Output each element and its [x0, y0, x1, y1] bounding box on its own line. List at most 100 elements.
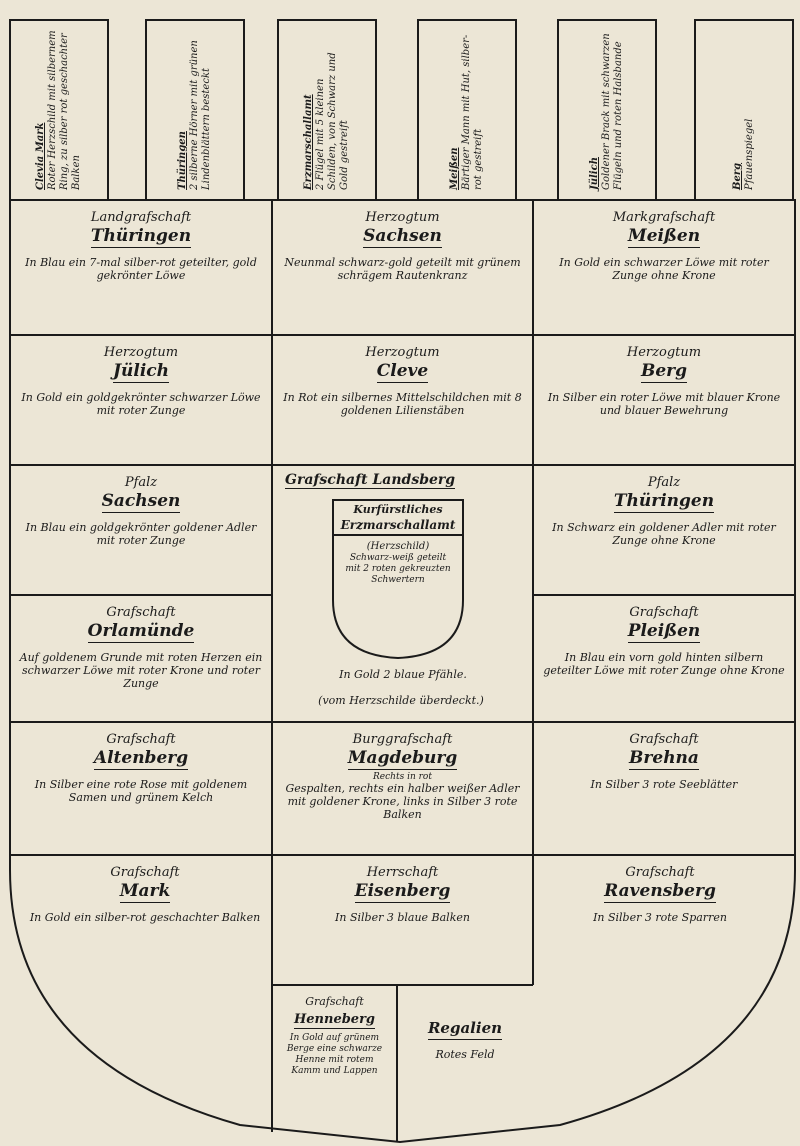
field-henneberg: Grafschaft Henneberg In Gold auf grünem … — [274, 987, 395, 1127]
inescutcheon-hint: (Herzschild) — [366, 541, 430, 552]
field-type: Landgrafschaft — [90, 210, 192, 225]
crest-desc: Bärtiger Mann mit Hut, silber-rot gestre… — [461, 34, 484, 190]
field-berg: Herzogtum Berg In Silber ein roter Löwe … — [535, 337, 793, 463]
field-orlamuende: Grafschaft Orlamünde Auf goldenem Grunde… — [12, 597, 270, 720]
crest-desc: 2 silberne Hörner mit grünen Lindenblätt… — [189, 40, 212, 190]
field-desc: In Silber ein roter Löwe mit blauer Kron… — [547, 391, 781, 417]
field-desc: In Gold ein silber-rot geschachter Balke… — [29, 911, 261, 924]
field-type: Pfalz — [647, 475, 681, 490]
field-desc: In Silber 3 blaue Balken — [335, 911, 470, 924]
field-pfalz-sachsen: Pfalz Sachsen In Blau ein goldgekrönter … — [12, 467, 270, 593]
field-type: Markgrafschaft — [612, 210, 716, 225]
crest-name: Thüringen — [177, 131, 188, 190]
crest-desc: Goldener Brack mit schwarzen Flügeln und… — [601, 33, 624, 190]
field-desc: In Silber 3 rote Seeblätter — [590, 778, 738, 791]
field-name: Regalien — [427, 1018, 503, 1040]
field-desc: In Silber eine rote Rose mit goldenem Sa… — [34, 778, 248, 804]
field-desc: In Blau ein vorn gold hinten silbern get… — [543, 651, 785, 677]
field-type: Herzogtum — [365, 210, 440, 225]
crest-desc: Pfauenspiegel — [744, 118, 755, 190]
field-type: Herzogtum — [365, 345, 440, 360]
field-desc: Rotes Feld — [435, 1048, 495, 1061]
inescutcheon: Kurfürstliches Erzmarschallamt (Herzschi… — [335, 503, 461, 586]
center-title: Grafschaft Landsberg — [285, 472, 456, 489]
field-pfalz-thueringen: Pfalz Thüringen In Schwarz ein goldener … — [535, 467, 793, 593]
inescutcheon-name-2: Erzmarschallamt — [340, 518, 456, 532]
field-name: Meißen — [627, 226, 701, 248]
field-type: Herrschaft — [366, 865, 439, 880]
field-name: Ravensberg — [604, 881, 716, 903]
field-desc: Neunmal schwarz-gold geteilt mit grünem … — [284, 256, 521, 282]
field-type: Grafschaft — [106, 605, 176, 620]
field-name: Brehna — [629, 748, 699, 770]
field-desc: In Blau ein goldgekrönter goldener Adler… — [25, 521, 257, 547]
field-desc: In Gold ein schwarzer Löwe mit roter Zun… — [559, 256, 769, 282]
field-type: Pfalz — [124, 475, 158, 490]
field-name: Orlamünde — [87, 621, 195, 643]
field-name: Magdeburg — [347, 748, 458, 770]
crest-name: Jülich — [589, 157, 600, 190]
field-type: Herzogtum — [103, 345, 179, 360]
field-desc: In Silber 3 rote Sparren — [593, 911, 727, 924]
inescutcheon-desc: Schwarz-weiß geteilt mit 2 roten gekreuz… — [345, 553, 451, 585]
field-name: Jülich — [112, 361, 170, 383]
field-name: Henneberg — [293, 1012, 376, 1029]
crest-name: Clevia Mark — [35, 122, 46, 190]
field-cleve: Herzogtum Cleve In Rot ein silbernes Mit… — [274, 337, 531, 463]
inescutcheon-shape — [332, 499, 464, 660]
field-thueringen-landgrafschaft: Landgrafschaft Thüringen In Blau ein 7-m… — [12, 202, 270, 333]
field-desc: In Blau ein 7-mal silber-rot geteilter, … — [25, 256, 257, 282]
field-magdeburg: Burggrafschaft Magdeburg Rechts in rot G… — [274, 724, 531, 853]
field-desc: Gespalten, rechts ein halber weißer Adle… — [285, 782, 520, 821]
inescutcheon-name-1: Kurfürstliches — [353, 503, 443, 516]
field-altenberg: Grafschaft Altenberg In Silber eine rote… — [12, 724, 270, 853]
field-brehna: Grafschaft Brehna In Silber 3 rote Seebl… — [535, 724, 793, 853]
field-name: Altenberg — [93, 748, 189, 770]
field-sachsen-herzogtum: Herzogtum Sachsen Neunmal schwarz-gold g… — [274, 202, 531, 333]
field-name: Eisenberg — [354, 881, 451, 903]
crest-name: Berg — [732, 162, 743, 190]
field-name: Sachsen — [101, 491, 181, 513]
field-name: Thüringen — [613, 491, 715, 513]
crest-desc: 2 Flügel mit 5 kleinen Schilden, von Sch… — [315, 52, 350, 190]
field-ravensberg: Grafschaft Ravensberg In Silber 3 rote S… — [535, 857, 785, 983]
field-name: Pleißen — [627, 621, 701, 643]
field-name: Berg — [640, 361, 688, 383]
field-name: Cleve — [376, 361, 429, 383]
field-desc: In Gold ein goldgekrönter schwarzer Löwe… — [21, 391, 261, 417]
center-note: (vom Herzschilde überdeckt.) — [318, 694, 484, 707]
field-name: Sachsen — [363, 226, 442, 248]
field-desc: In Gold auf grünem Berge eine schwarze H… — [286, 1033, 383, 1076]
field-eisenberg: Herrschaft Eisenberg In Silber 3 blaue B… — [274, 857, 531, 983]
field-type: Herzogtum — [626, 345, 702, 360]
field-name: Thüringen — [90, 226, 192, 248]
crest-desc: Roter Herzschild mit silbernem Ring, zu … — [47, 30, 82, 190]
field-type: Grafschaft — [629, 605, 699, 620]
field-type: Burggrafschaft — [352, 732, 453, 747]
field-name: Mark — [119, 881, 171, 903]
field-juelich: Herzogtum Jülich In Gold ein goldgekrönt… — [12, 337, 270, 463]
field-type: Grafschaft — [106, 732, 176, 747]
center-desc: In Gold 2 blaue Pfähle. — [339, 668, 467, 681]
crest-name: Erzmarschallamt — [303, 94, 314, 190]
field-type: Grafschaft — [110, 865, 180, 880]
field-desc: In Schwarz ein goldener Adler mit roter … — [552, 521, 776, 547]
field-mark: Grafschaft Mark In Gold ein silber-rot g… — [20, 857, 270, 983]
shield-border — [9, 199, 796, 1144]
field-type: Grafschaft — [625, 865, 695, 880]
field-pleissen: Grafschaft Pleißen In Blau ein vorn gold… — [535, 597, 793, 720]
field-type: Grafschaft — [305, 995, 364, 1008]
field-meissen-markgrafschaft: Markgrafschaft Meißen In Gold ein schwar… — [535, 202, 793, 333]
crest-name: Meißen — [449, 147, 460, 190]
field-desc: In Rot ein silbernes Mittelschildchen mi… — [283, 391, 522, 417]
field-type: Grafschaft — [629, 732, 699, 747]
field-note: Rechts in rot — [373, 772, 432, 782]
